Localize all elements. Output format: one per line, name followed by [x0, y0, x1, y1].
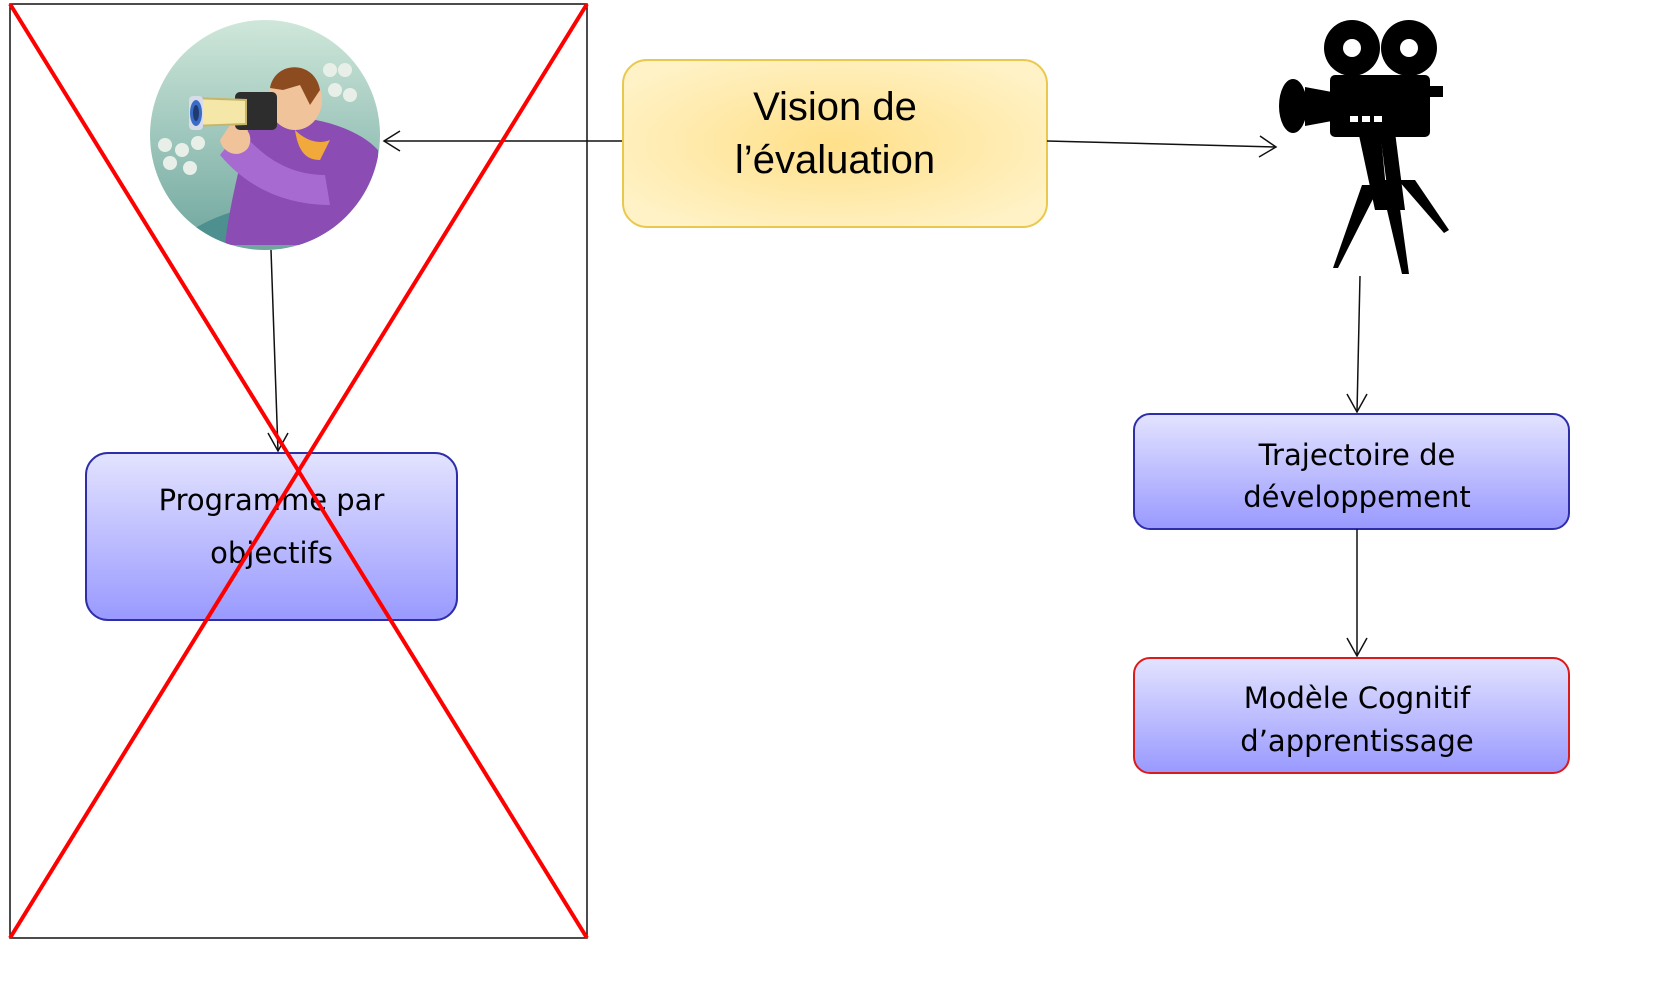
modele-box: [1133, 657, 1570, 774]
vision-label-line2: l’évaluation: [735, 138, 935, 182]
connector-trajectoire-to-modele-head: [1346, 637, 1368, 658]
connector-camera-to-trajectoire-head: [1346, 393, 1368, 414]
modele-label-line1: Modèle Cognitif: [1244, 681, 1471, 715]
movie-camera-icon: [1279, 20, 1449, 274]
vision-label-line1: Vision de: [753, 85, 917, 129]
connector-vision-to-camera-head: [1258, 135, 1278, 158]
trajectoire-label-line1: Trajectoire de: [1258, 438, 1456, 472]
vision-node: Vision de l’évaluation: [622, 59, 1048, 228]
programme-node: Programme par objectifs: [85, 452, 458, 621]
vision-box: [622, 59, 1048, 228]
connector-camera-to-trajectoire: [1356, 275, 1361, 413]
connector-vision-to-photographer-head: [382, 130, 401, 152]
connector-photographer-to-programme-head: [267, 432, 289, 453]
modele-node: Modèle Cognitif d’apprentissage: [1133, 657, 1570, 774]
programme-label-line2: objectifs: [210, 536, 333, 570]
connector-vision-to-camera: [1046, 140, 1277, 148]
trajectoire-label-line2: développement: [1243, 480, 1471, 514]
cross-line-2: [8, 2, 589, 940]
trajectoire-node: Trajectoire de développement: [1133, 413, 1570, 530]
connector-photographer-to-programme: [270, 249, 279, 452]
photographer-icon: [150, 20, 380, 250]
left-panel-frame: [9, 3, 588, 939]
trajectoire-box: [1133, 413, 1570, 530]
modele-label-line2: d’apprentissage: [1240, 724, 1473, 758]
